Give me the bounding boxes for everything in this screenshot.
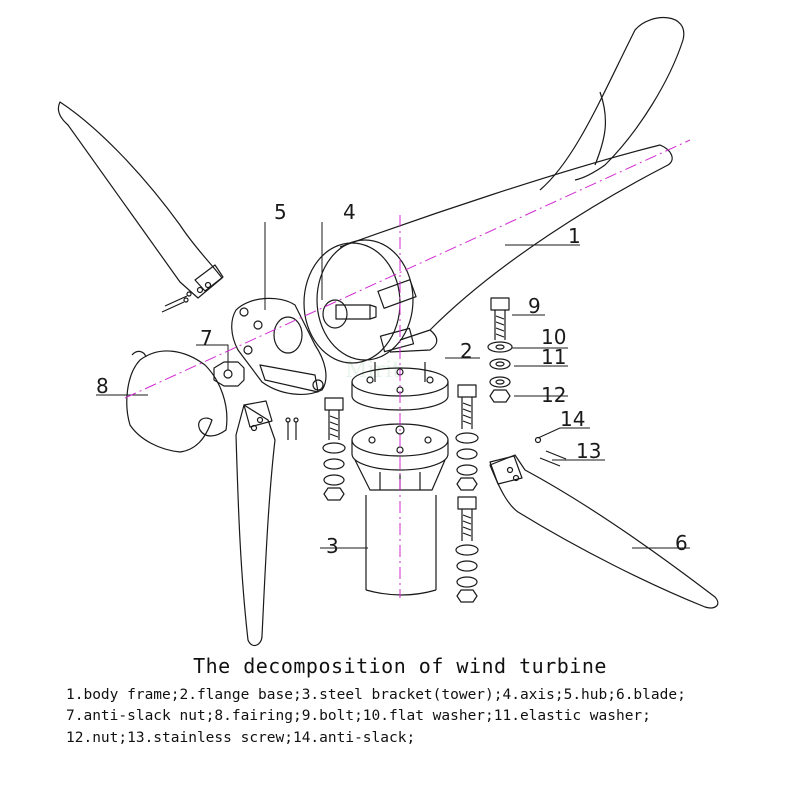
callout-9: 9 bbox=[528, 294, 541, 318]
rotation-axis-line bbox=[124, 139, 691, 399]
callout-5: 5 bbox=[274, 200, 287, 224]
leader-lines bbox=[96, 222, 690, 549]
callout-6: 6 bbox=[675, 531, 688, 555]
callout-13: 13 bbox=[576, 439, 601, 463]
anti-slack-part bbox=[534, 436, 542, 444]
stainless-screws bbox=[161, 291, 567, 467]
callout-14: 14 bbox=[560, 407, 585, 431]
axis bbox=[322, 299, 377, 329]
exploded-view-drawing: 1 2 3 4 5 6 7 8 9 10 11 12 13 14 bbox=[57, 17, 719, 647]
anti-slack-nut bbox=[213, 361, 245, 387]
callout-7: 7 bbox=[200, 326, 213, 350]
bolt-stack-left bbox=[322, 397, 346, 501]
callout-8: 8 bbox=[96, 374, 109, 398]
fairing bbox=[126, 350, 228, 453]
hub bbox=[231, 297, 327, 395]
legend-line-3: 12.nut;13.stainless screw;14.anti-slack; bbox=[66, 730, 416, 746]
callout-4: 4 bbox=[343, 200, 356, 224]
bolt-stack-right-top bbox=[487, 297, 513, 403]
callout-1: 1 bbox=[568, 224, 581, 248]
callout-2: 2 bbox=[460, 339, 473, 363]
callout-11: 11 bbox=[541, 345, 566, 369]
steel-bracket-tower bbox=[351, 423, 449, 596]
callout-10: 10 bbox=[541, 325, 566, 349]
callout-12: 12 bbox=[541, 383, 566, 407]
bolt-stack-middle bbox=[455, 384, 479, 491]
blade-lower bbox=[235, 400, 276, 647]
bolt-stack-lower bbox=[455, 496, 479, 603]
body-frame bbox=[303, 17, 685, 364]
legend-line-1: 1.body frame;2.flange base;3.steel brack… bbox=[66, 687, 686, 703]
blade-right bbox=[489, 454, 719, 609]
diagram-title: The decomposition of wind turbine bbox=[193, 654, 607, 678]
callout-3: 3 bbox=[326, 534, 339, 558]
legend-line-2: 7.anti-slack nut;8.fairing;9.bolt;10.fla… bbox=[66, 708, 651, 724]
blade-upper-left bbox=[57, 101, 224, 299]
